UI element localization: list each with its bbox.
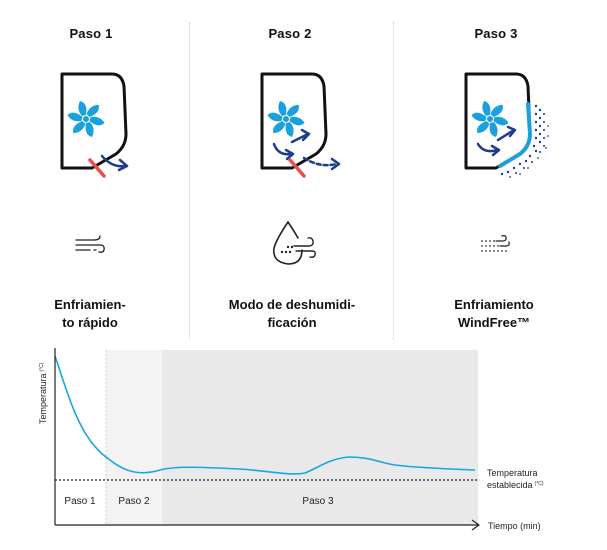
step-3-air-conditioner-unit-icon (464, 72, 549, 178)
micro-hole-airflow-dots (500, 104, 549, 178)
step-divider-2 (393, 22, 394, 340)
zone-label-step-3: Paso 3 (302, 496, 334, 507)
mode-label-windfree: Enfriamiento WindFree™ (454, 297, 534, 330)
step-1-title: Paso 1 (69, 26, 113, 41)
zone-step-2-background (106, 350, 162, 525)
zone-step-3-background (162, 350, 478, 525)
zone-label-step-1: Paso 1 (64, 496, 96, 507)
water-drop-wind-icon (272, 221, 316, 265)
mode-label-dehumidify: Modo de deshumidi- ficación (228, 297, 356, 330)
step-2-title: Paso 2 (268, 26, 312, 41)
step-1-air-conditioner-unit-icon (60, 72, 129, 178)
mode-label-fast-cooling: Enfriamien- to rápido (54, 297, 126, 330)
x-axis-label: Tiempo (min) (488, 521, 541, 531)
step-divider-1 (189, 22, 190, 340)
gentle-wind-icon (481, 235, 510, 252)
fan-icon (67, 101, 105, 137)
wind-icon (75, 235, 105, 253)
step-3-title: Paso 3 (474, 26, 518, 41)
y-axis-label: Temperatura(°C) (38, 362, 48, 424)
temperature-time-chart: Temperatura(°C) Paso 1 Paso 2 Paso 3 Tem… (38, 348, 544, 531)
setpoint-label-line-1: Temperatura (487, 468, 538, 478)
setpoint-label-line-2: establecida(°C) (487, 480, 544, 490)
temperature-curve (54, 355, 476, 475)
fan-icon (471, 101, 509, 137)
x-axis-arrow-icon (471, 519, 480, 531)
step-2-air-conditioner-unit-icon (260, 72, 341, 178)
fan-icon (267, 101, 305, 137)
zone-label-step-2: Paso 2 (118, 496, 150, 507)
